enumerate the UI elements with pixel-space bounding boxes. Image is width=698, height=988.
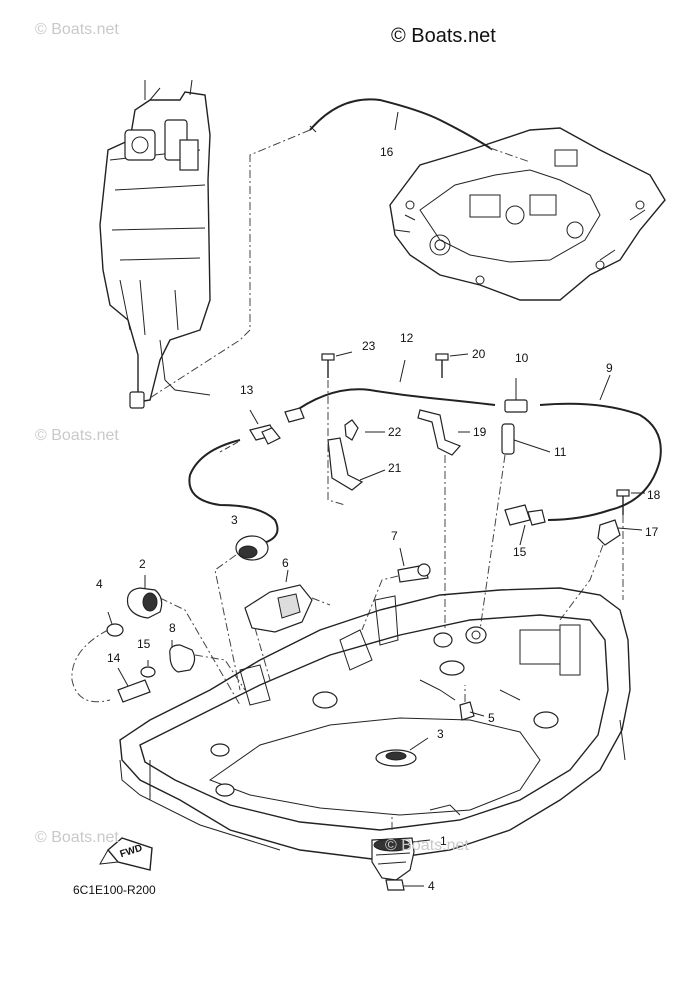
callout-7: 7 (391, 529, 398, 543)
callout-4-upper: 4 (96, 577, 103, 591)
callout-11: 11 (554, 445, 567, 459)
watermark-bottom-left: © Boats.net (35, 829, 119, 846)
callout-16: 16 (380, 145, 394, 159)
callout-14: 14 (107, 651, 121, 665)
hose-16-drawing (149, 98, 531, 399)
callout-6: 6 (282, 556, 289, 570)
callout-9: 9 (606, 361, 613, 375)
grommet-1-drawing (371, 815, 431, 891)
grommet-3-drawing (214, 535, 269, 691)
hose-network-drawing (188, 351, 662, 631)
callout-20: 20 (472, 347, 486, 361)
left-parts-drawing (71, 575, 246, 706)
engine-assembly-drawing (99, 79, 211, 409)
callout-3-lower: 3 (437, 727, 444, 741)
callout-13: 13 (240, 383, 254, 397)
callout-8: 8 (169, 621, 176, 635)
callout-10: 10 (515, 351, 529, 365)
callout-21: 21 (388, 461, 402, 475)
callout-22: 22 (388, 425, 402, 439)
callout-5: 5 (488, 711, 495, 725)
callout-2: 2 (139, 557, 146, 571)
callout-17: 17 (645, 525, 659, 539)
watermark-top-left: © Boats.net (35, 21, 119, 38)
plug-6-drawing (244, 569, 331, 681)
callout-19: 19 (473, 425, 487, 439)
upper-mount-plate-drawing (389, 127, 666, 301)
bottom-cowling-drawing (119, 587, 631, 861)
callout-1: 1 (440, 834, 447, 848)
callout-23: 23 (362, 339, 376, 353)
fwd-arrow-drawing (99, 837, 153, 871)
watermark-mid-left: © Boats.net (35, 427, 119, 444)
callout-12: 12 (400, 331, 414, 345)
callout-4-lower: 4 (428, 879, 435, 893)
callout-18: 18 (647, 488, 661, 502)
callout-3-upper: 3 (231, 513, 238, 527)
watermark-bottom-center: © Boats.net (385, 837, 469, 854)
callout-15-right: 15 (513, 545, 527, 559)
callout-15-left: 15 (137, 637, 151, 651)
copyright-label: © Boats.net (391, 25, 496, 47)
diagram-code: 6C1E100-R200 (73, 883, 156, 897)
